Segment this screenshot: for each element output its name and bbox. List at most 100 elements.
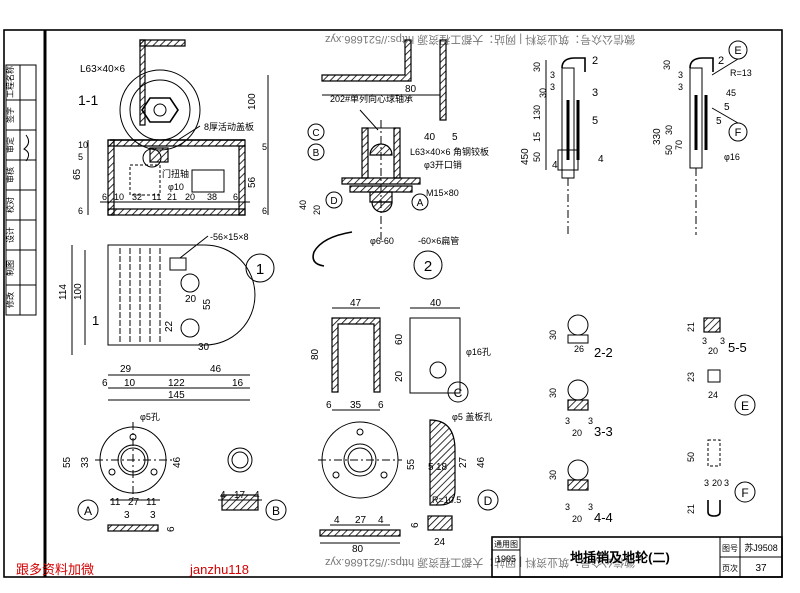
d1-dim-b3: 10	[124, 378, 136, 389]
efr-dim-3: 2	[718, 55, 724, 67]
d2-dim-1: 40	[424, 132, 436, 143]
d2-pipe: φ6-60	[370, 236, 394, 246]
efr-dim-10: 70	[674, 140, 684, 150]
efl-dim-s8: 4	[598, 154, 604, 165]
sf-label: F	[741, 486, 748, 500]
s11-phi: φ10	[168, 182, 184, 192]
s55-dim-3: 3	[720, 336, 725, 346]
d1-dim-l1: 100	[73, 283, 84, 300]
s11-steel: L63×40×6	[80, 64, 125, 75]
db-dim-2: 4	[254, 490, 260, 501]
efr-dim-9: 50	[664, 145, 674, 155]
strip-label-3: 审核	[5, 167, 15, 183]
strip-label-5: 设计	[5, 227, 15, 243]
s11-dim-r1: 5	[262, 142, 267, 152]
dc-dim-7: 6	[378, 400, 384, 411]
sf-dim-4: 3	[724, 478, 729, 488]
efr-dim-11: φ16	[724, 152, 740, 162]
se-dim-1: 24	[708, 390, 718, 400]
dc-dim-1: 40	[430, 298, 442, 309]
sf-dim-1: 21	[686, 504, 696, 514]
da-dim-7: 6	[166, 526, 177, 532]
efr-dim-7: 330	[652, 128, 663, 145]
dc-dim-6: 35	[350, 400, 362, 411]
d2-dim-3: 40	[298, 200, 308, 210]
detail-ef-left: 30 3 3 2 130 15 50 450 3 5 30 4 4	[520, 55, 604, 235]
se-label: E	[741, 399, 749, 413]
d2-tube: -60×6扁管	[418, 235, 459, 246]
s11-dim-r2: 56	[247, 176, 258, 188]
da-dim-5: 11	[146, 497, 157, 508]
db-dim-1: 17	[234, 490, 246, 501]
d1-dim-l0: 114	[58, 284, 69, 300]
dd-dim-9: 24	[434, 537, 446, 548]
tb-yeci: 37	[755, 563, 767, 574]
s11-dim-b2: 32	[132, 192, 142, 202]
efr-dim-6: 5	[716, 116, 722, 127]
da-hole: φ5孔	[140, 412, 160, 422]
d2-label-a: A	[417, 198, 424, 209]
s33-dim-0: 30	[548, 388, 558, 398]
sf-dim-2: 3	[704, 478, 709, 488]
s11-dim-l3: 5	[78, 152, 83, 162]
detail-1: -56×15×8 1 1 114 100 20 55 22 30 29 46 6…	[58, 232, 275, 401]
dd-radius: R=10.5	[432, 495, 461, 505]
efl-dim-t0: 30	[532, 62, 542, 72]
corner-id-text: janzhu118	[189, 562, 249, 577]
corner-red-text: 跟多资料加微	[16, 562, 94, 577]
d1-dim-b1: 46	[210, 364, 222, 375]
s11-handle-note: 门扭轴	[162, 168, 189, 179]
dc-dim-0: 47	[350, 298, 362, 309]
dc-label: C	[454, 386, 463, 400]
tb-tuhao: 苏J9508	[744, 542, 778, 553]
s55-label: 5-5	[728, 340, 747, 355]
efl-dim-s3: 450	[520, 148, 531, 165]
da-dim-1: 33	[80, 456, 91, 468]
s11-dim-r3: 6	[262, 206, 267, 216]
tb-tuhao-label: 图号	[722, 544, 738, 553]
strip-label-0: 工程名称	[5, 66, 15, 98]
d1-dim-m2: 22	[164, 320, 175, 332]
d2-label-c: C	[312, 128, 319, 139]
tb-year: 1995	[496, 554, 516, 564]
efr-R: R=13	[730, 68, 752, 78]
s55-dim-0: 21	[686, 322, 696, 332]
s11-dim-l1: 65	[72, 168, 83, 180]
se-dim-0: 23	[686, 372, 696, 382]
da-dim-4: 27	[128, 497, 140, 508]
dc-dim-5: 6	[326, 400, 332, 411]
s11-dim-b0: 6	[102, 192, 107, 202]
dc-hole: φ16孔	[466, 347, 491, 357]
d2-steel: L63×40×6 角钢铰板	[410, 146, 489, 157]
s33-dim-3: 3	[588, 416, 593, 426]
d1-plate: -56×15×8	[210, 232, 249, 242]
efl-dim-t3: 2	[592, 55, 598, 67]
dd-dim-7: 4	[378, 515, 384, 526]
dd-hole: φ5 盖板孔	[452, 411, 492, 422]
efl-dim-t1: 3	[550, 70, 555, 80]
d1-dim-m0: 20	[185, 294, 197, 305]
tb-tongyong: 通用图	[494, 539, 518, 549]
s44-dim-3: 3	[588, 502, 593, 512]
efr-dim-0: 30	[662, 60, 672, 70]
s33-dim-2: 20	[572, 428, 582, 438]
s11-dim-b6: 38	[207, 192, 217, 202]
s22-label: 2-2	[594, 345, 613, 360]
d1-circle-no: 1	[256, 261, 264, 278]
d1-label-1: 1	[92, 313, 99, 328]
efl-dim-s4: 3	[592, 87, 598, 99]
da-dim-2: 46	[172, 456, 183, 468]
d2-label-b: B	[313, 148, 320, 159]
tb-yeci-label: 页次	[722, 563, 738, 573]
strip-label-4: 校对	[5, 197, 15, 213]
title-block: 通用图 1995 地插销及地轮(二) 图号 苏J9508 页次 37	[491, 536, 783, 578]
s44-dim-1: 3	[565, 502, 570, 512]
efr-dim-1: 3	[678, 70, 683, 80]
efl-dim-s7: 4	[552, 160, 558, 171]
detail-ef-right: E F R=13 30 3 3 2 45 5 5 330 30 50 70 φ1…	[652, 40, 752, 235]
strip-label-2: 审定	[5, 137, 15, 153]
efl-dim-s6: 30	[538, 88, 548, 98]
dd-dim-5: 4	[334, 515, 340, 526]
dc-dim-3: 60	[394, 333, 405, 345]
